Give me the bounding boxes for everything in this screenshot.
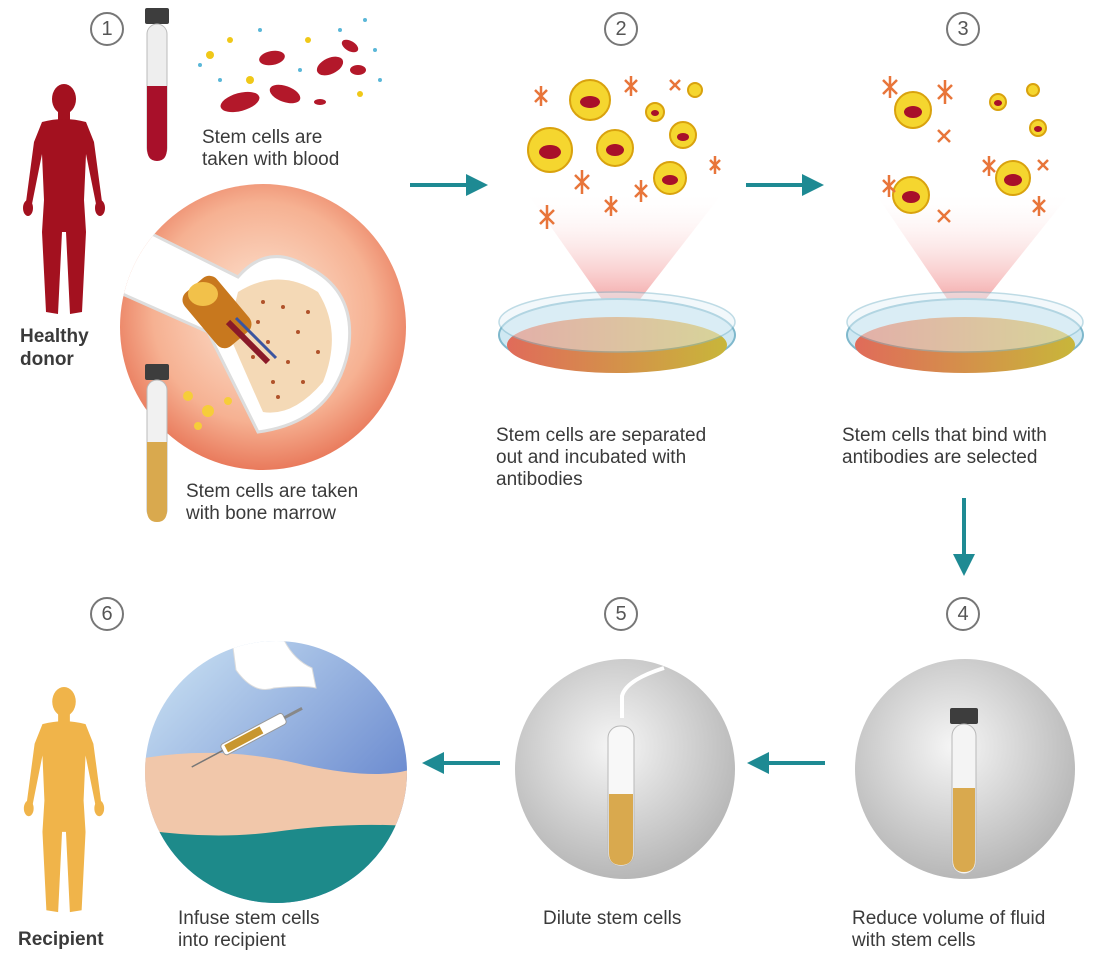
donor-label: Healthy donor (20, 325, 89, 371)
reduce-volume-illustration (854, 658, 1076, 880)
recipient-figure (14, 685, 114, 920)
step-number-1: 1 (90, 12, 124, 46)
step-number-5: 5 (604, 597, 638, 631)
arrow-2-to-3 (746, 170, 826, 200)
step-number-2: 2 (604, 12, 638, 46)
blood-caption: Stem cells are taken with blood (202, 127, 339, 171)
blood-tube (142, 6, 172, 166)
step-4-caption: Reduce volume of fluid with stem cells (852, 908, 1045, 952)
incubation-dish-illustration (495, 60, 755, 390)
bone-marrow-tube (142, 362, 172, 527)
marrow-cells-cluster (178, 386, 238, 436)
arrow-5-to-6 (420, 748, 500, 778)
recipient-label: Recipient (18, 928, 104, 951)
step-number-4: 4 (946, 597, 980, 631)
step-6-caption: Infuse stem cells into recipient (178, 908, 320, 952)
selection-dish-illustration (843, 60, 1099, 390)
step-number-6: 6 (90, 597, 124, 631)
step-number-3: 3 (946, 12, 980, 46)
bone-marrow-caption: Stem cells are taken with bone marrow (186, 481, 358, 525)
arrow-3-to-4 (949, 498, 979, 578)
step-2-caption: Stem cells are separated out and incubat… (496, 425, 706, 491)
arrow-1-to-2 (410, 170, 490, 200)
dilute-illustration (514, 658, 736, 880)
healthy-donor-figure (14, 82, 114, 322)
infusion-illustration (144, 640, 409, 905)
step-3-caption: Stem cells that bind with antibodies are… (842, 425, 1047, 469)
blood-cells-cluster (190, 10, 390, 120)
step-5-caption: Dilute stem cells (543, 908, 681, 930)
arrow-4-to-5 (745, 748, 825, 778)
